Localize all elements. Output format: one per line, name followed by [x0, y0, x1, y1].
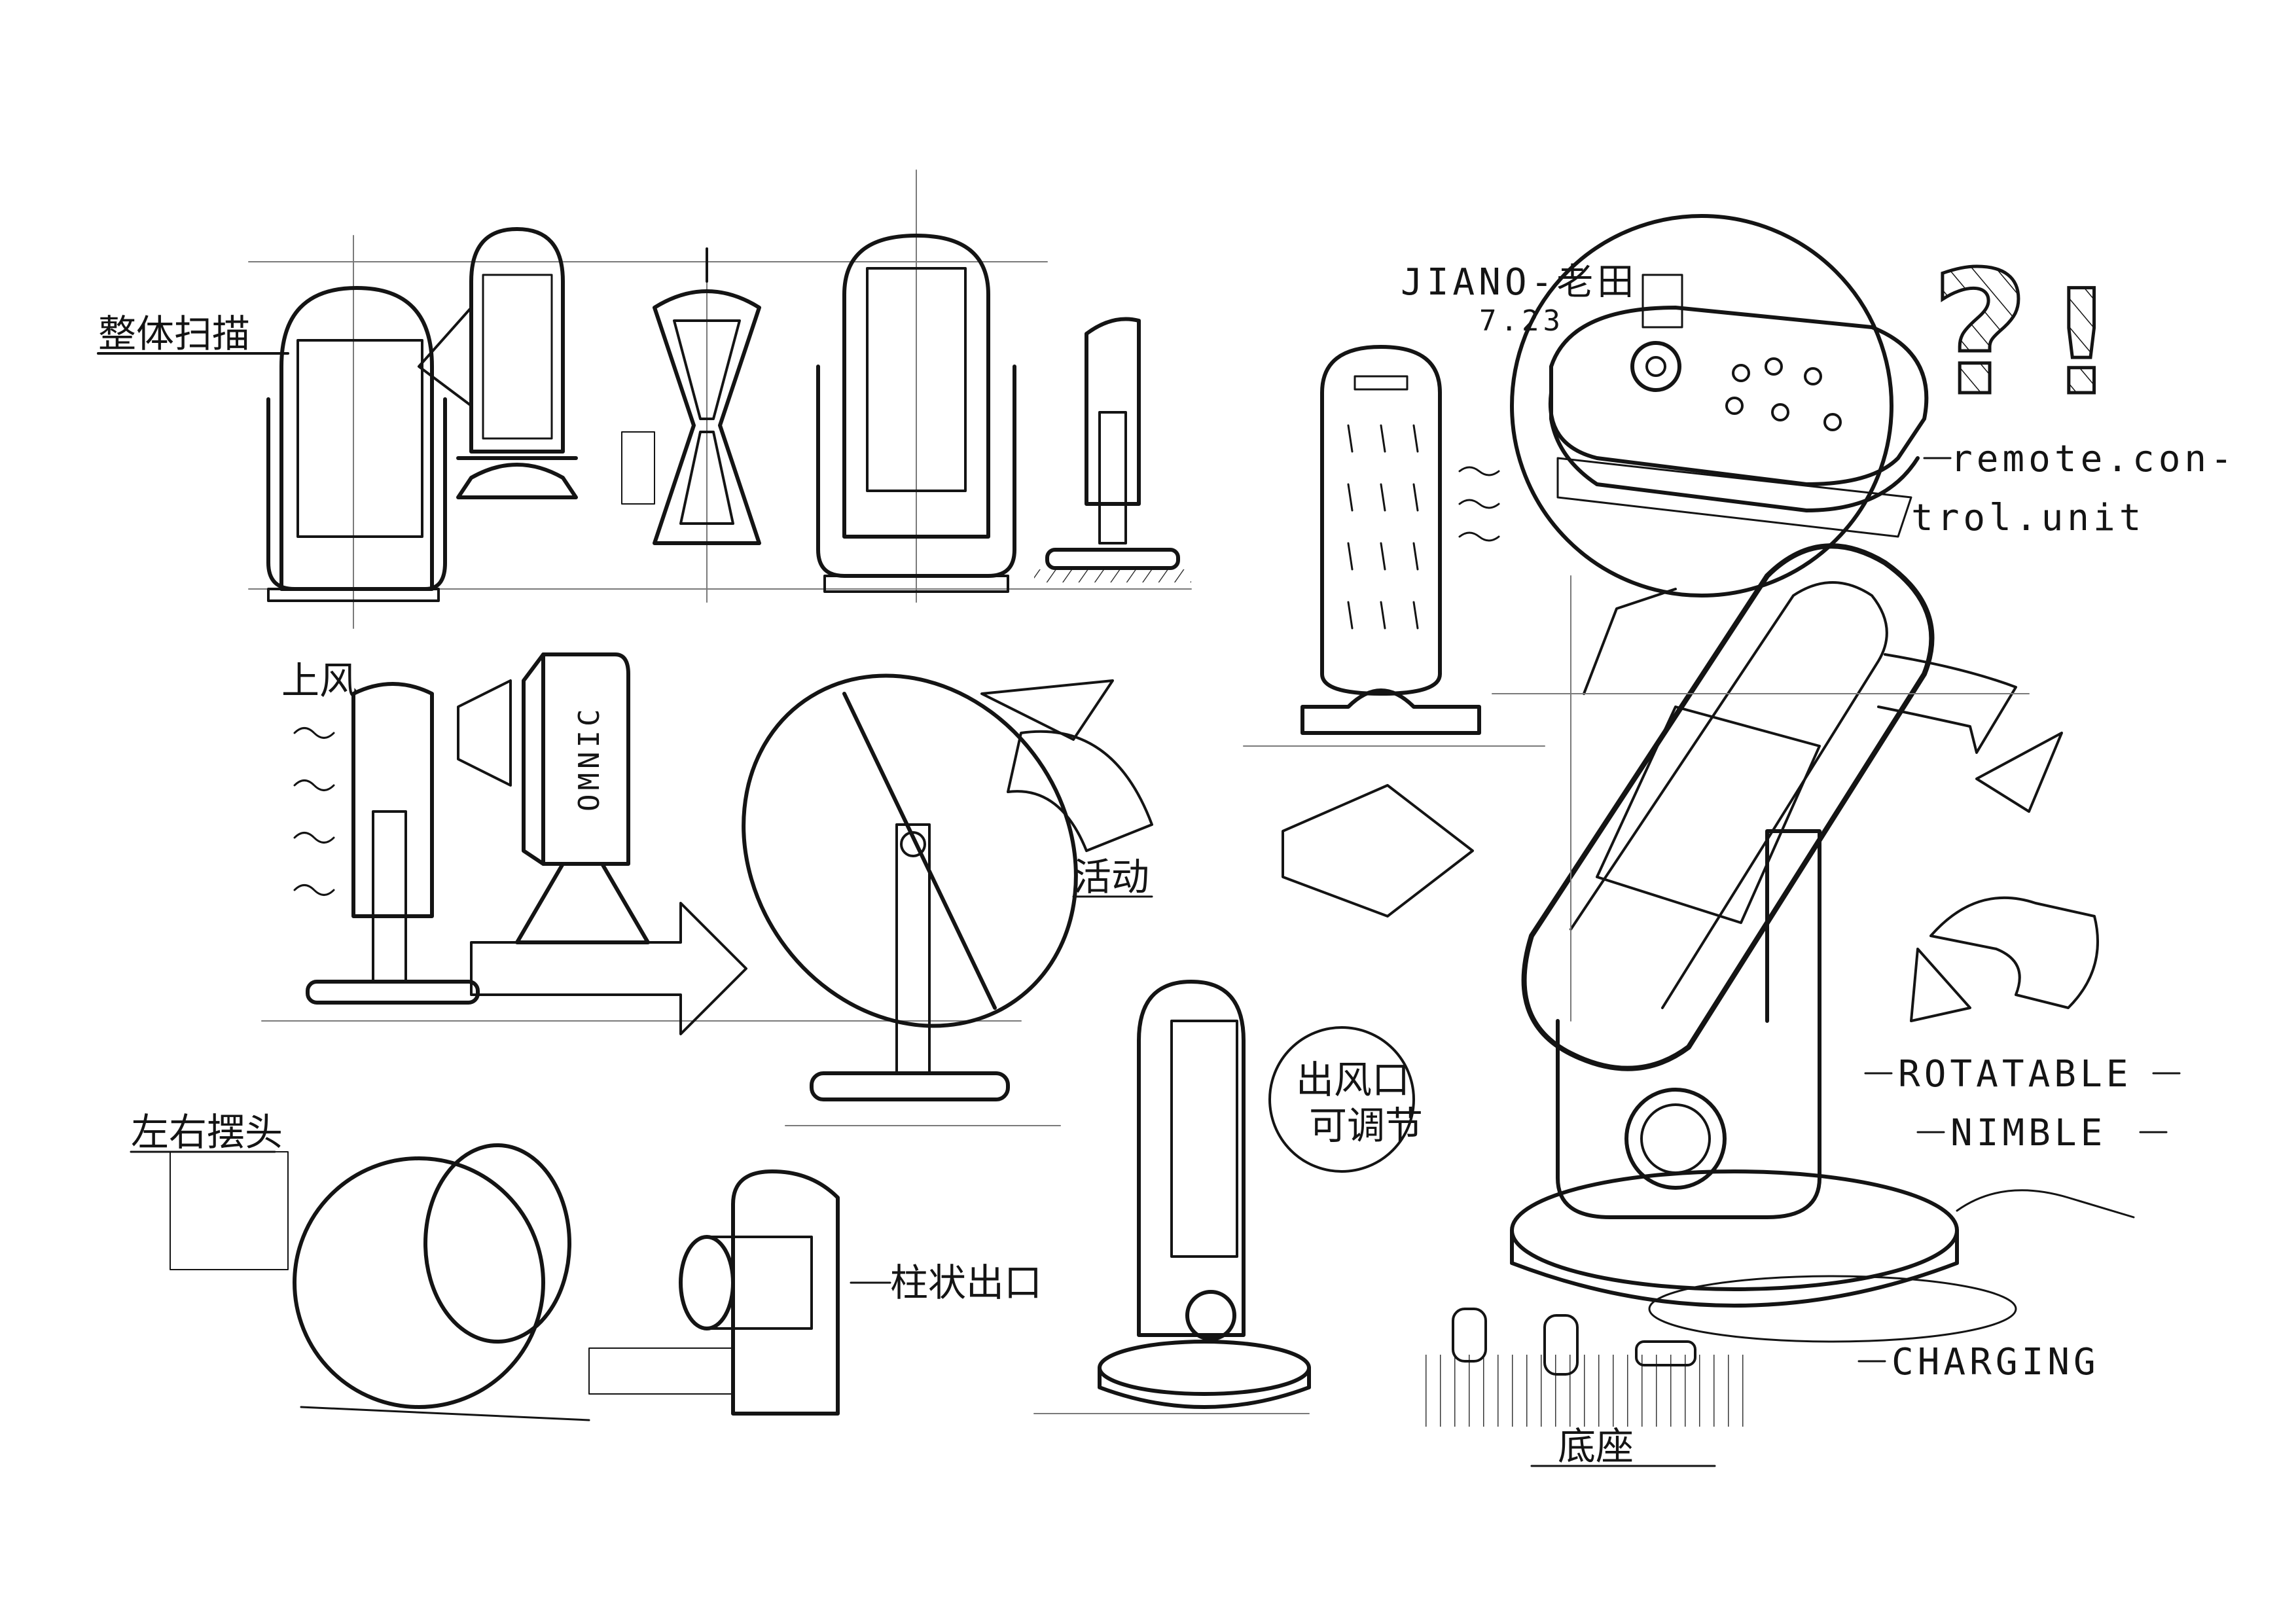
concept-row-3: 左右摆头 柱状出口 出风口 可调节 [130, 980, 1423, 1421]
concept-tower: 出风口 可调节 [1033, 980, 1423, 1414]
label-charging: CHARGING [1892, 1341, 2100, 1383]
concept-perforated-column [1243, 345, 1545, 747]
note-left-right: 左右摆头 [131, 1110, 283, 1154]
remote-detail [1510, 214, 1929, 597]
note-stand: 底座 [1558, 1424, 1634, 1469]
concept-arch-frame [816, 234, 1016, 593]
note-top-wind: 上风 [281, 658, 357, 703]
question-mark: ? [1931, 236, 2030, 433]
concept-pill-2 [418, 227, 578, 499]
note-outlet-2: 可调节 [1309, 1103, 1423, 1148]
label-nimble: NIMBLE [1950, 1112, 2106, 1154]
concept-pill-1 [266, 286, 447, 602]
concept-tilted-disc: 活动 [742, 673, 1153, 1126]
concept-rotating-head: OMNIC [457, 652, 747, 1035]
concept-rotatable-main [1282, 543, 2135, 1343]
concept-side-pole [1034, 317, 1191, 582]
remote-label-1: remote.con- [1950, 438, 2236, 480]
question-exclaim-marks: ? ! [1929, 234, 2116, 435]
exclaim-mark: ! [2049, 259, 2114, 427]
note-overall-scan: 整体扫描 [98, 312, 250, 356]
concept-cylinder: 柱状出口 [679, 1169, 1042, 1416]
concept-row-1: 整体扫描 [97, 169, 1192, 629]
note-activity: 活动 [1073, 855, 1149, 899]
designer-tag: JIANO-老田 [1401, 261, 1638, 304]
concept-row-2: 上风 OMNIC 活动 [261, 652, 1153, 1126]
note-cylinder: 柱状出口 [890, 1260, 1042, 1305]
sketch-date: 7.23 [1479, 304, 1564, 338]
concept-hourglass [621, 247, 761, 545]
concept-side-wind: 上风 [281, 658, 480, 1005]
concept-stands-row: 底座 [1420, 1308, 1748, 1469]
label-rotatable: ROTATABLE [1898, 1053, 2132, 1096]
device-brand-text: OMNIC [573, 705, 606, 812]
note-outlet-1: 出风口 [1296, 1058, 1410, 1102]
remote-label-2: trol.unit [1911, 497, 2145, 539]
concept-sphere: 左右摆头 [130, 1110, 734, 1421]
main-concept: JIANO-老田 7.23 [1243, 214, 2236, 1469]
